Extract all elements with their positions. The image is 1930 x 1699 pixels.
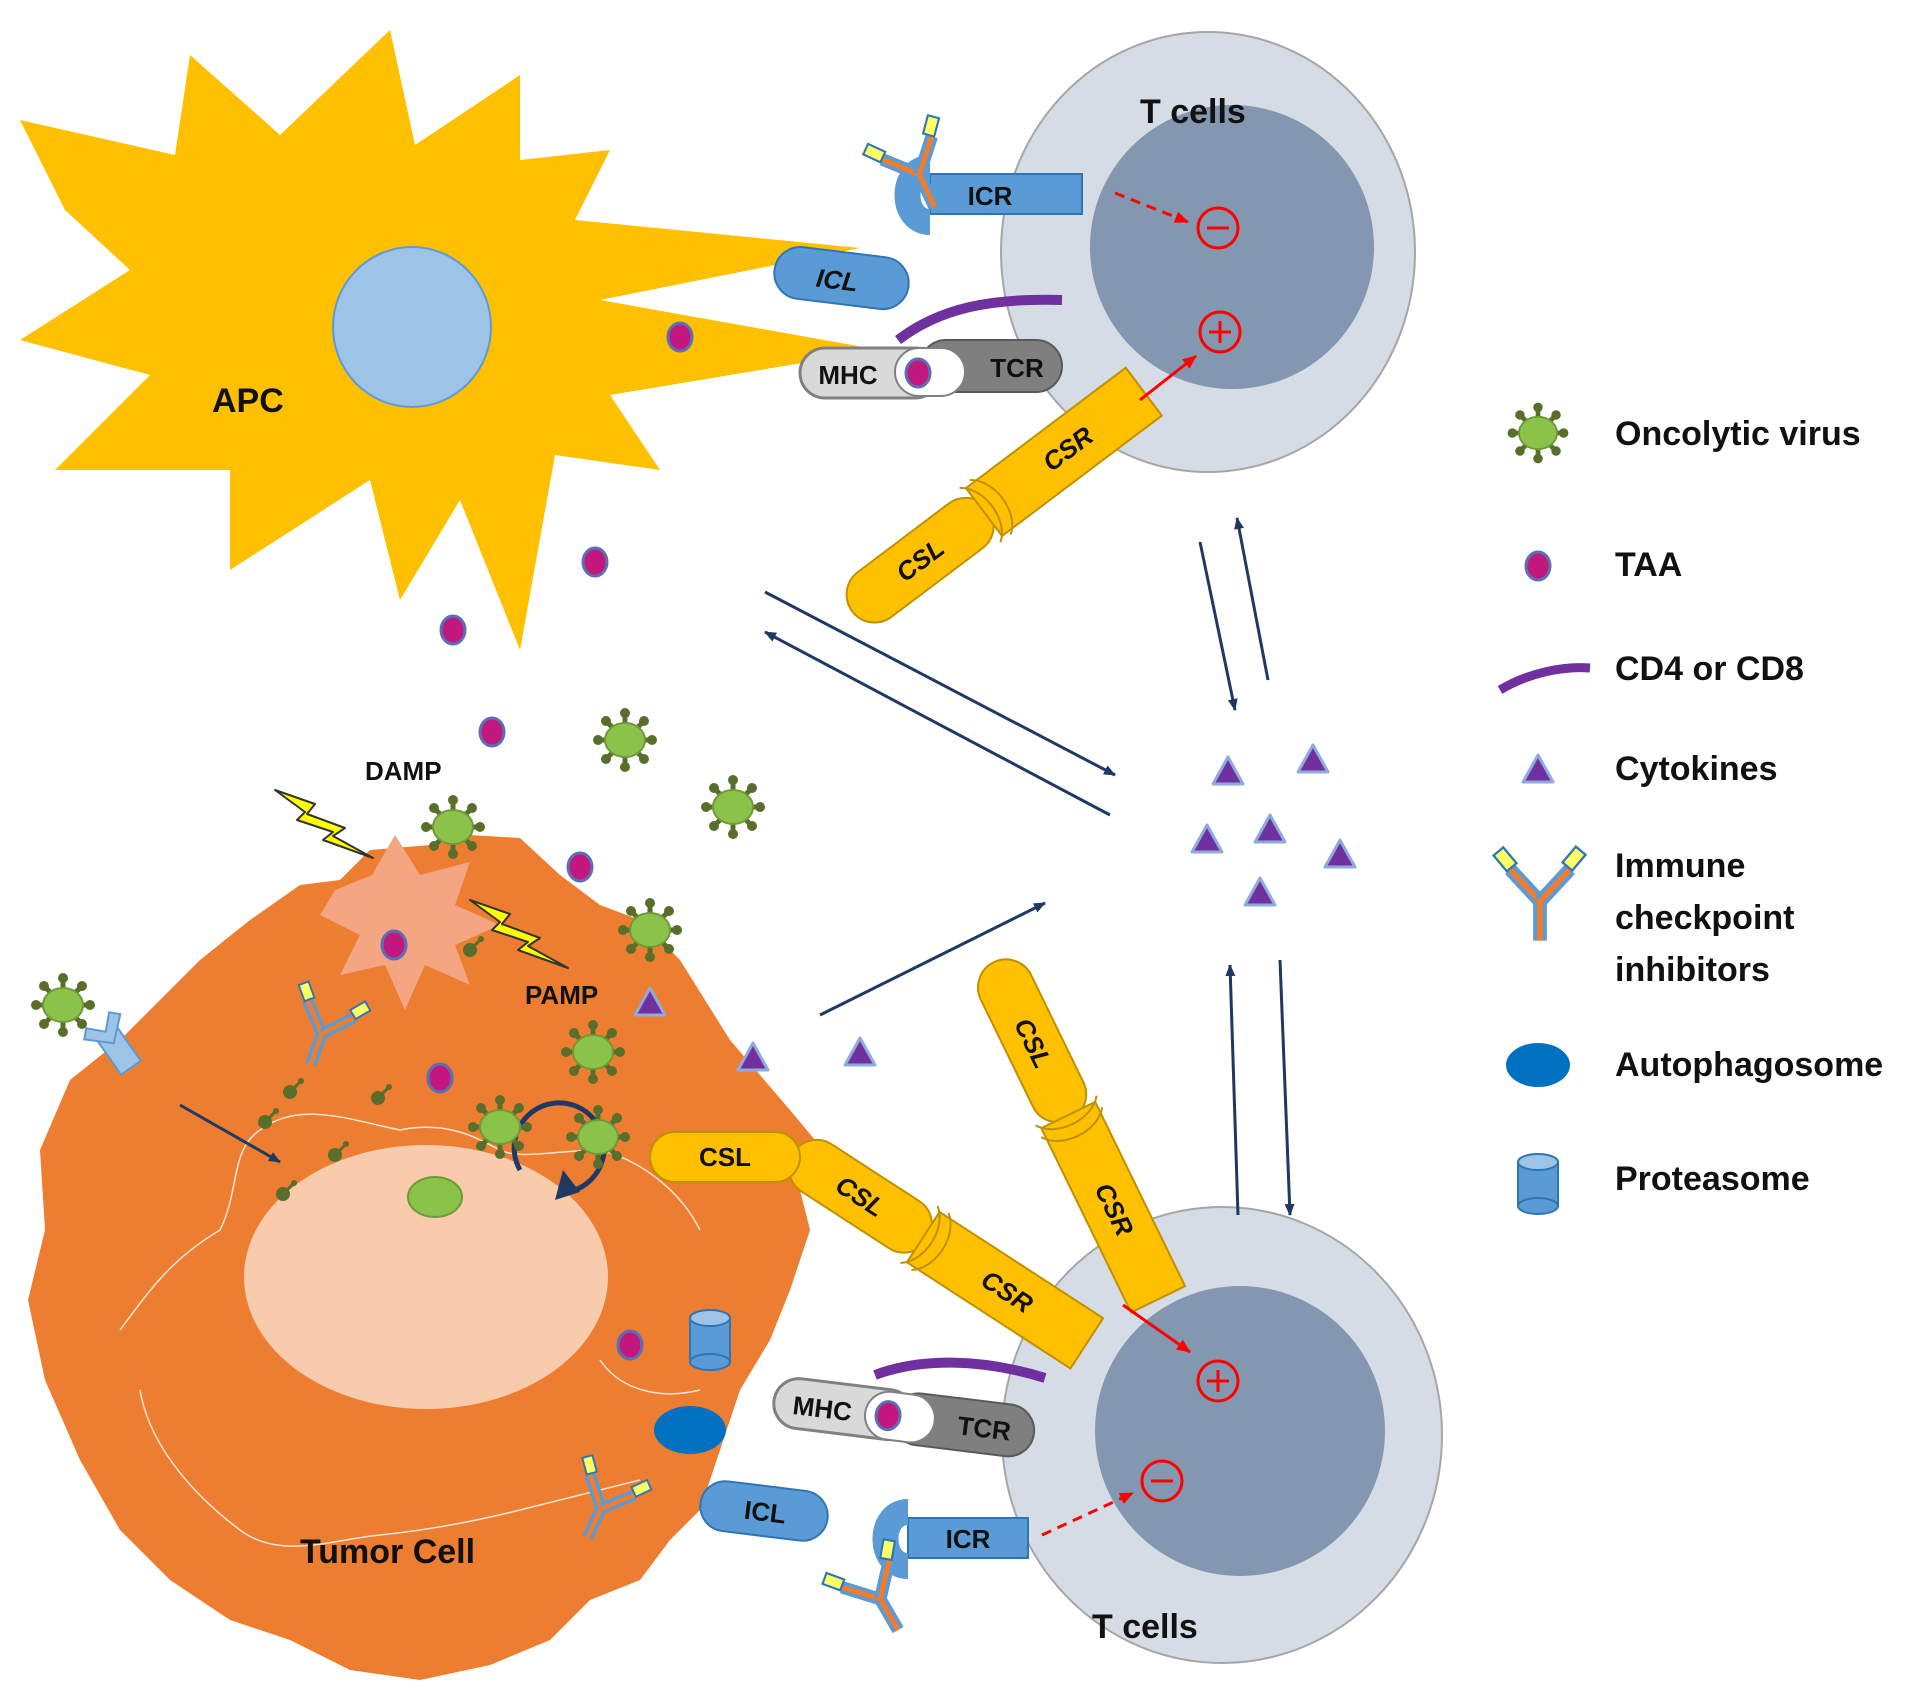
oncolytic-virus-icon (421, 795, 485, 859)
cytokine-icon (1253, 813, 1287, 844)
cytokine-icon (1296, 743, 1330, 774)
legend-item: CD4 or CD8 (1497, 650, 1804, 694)
oncolytic-virus-icon (701, 775, 765, 839)
arrow-ttop-down (1198, 541, 1238, 711)
arrow-cytokines-to-apc (764, 630, 1111, 817)
mhc-tcr-bottom: MHC TCR (772, 1377, 1036, 1458)
arrow-apc-to-cytokines (764, 590, 1116, 777)
tumor-cell: Tumor Cell (28, 835, 815, 1680)
damp-label: DAMP (365, 756, 442, 786)
legend: Oncolytic virus TAA CD4 or CD8 Cytokines… (1494, 403, 1883, 1215)
t-cells-top-label: T cells (1140, 93, 1246, 131)
green-vesicle (407, 1176, 463, 1218)
inhibit-arrow-top (1114, 191, 1189, 224)
damp-burst (320, 835, 500, 1010)
icl-bottom: ICL (699, 1480, 829, 1542)
icr-bottom: ICR (872, 1499, 1029, 1579)
cytokine-icon (1211, 755, 1245, 786)
arrow-virus-entry (179, 1103, 281, 1164)
tcr-top-label: TCR (990, 353, 1044, 383)
cd4-cd8-bottom (873, 1357, 1047, 1383)
svg-text:CD4 or CD8: CD4 or CD8 (1615, 650, 1804, 688)
legend-item: Cytokines (1521, 750, 1778, 788)
antibody-icon (1494, 847, 1586, 941)
tumor-label: Tumor Cell (300, 1533, 475, 1571)
tcr-bottom-label: TCR (956, 1410, 1013, 1446)
csl-tumor-label: CSL (699, 1142, 751, 1172)
arrow-tumor-to-cytokines (819, 901, 1046, 1017)
oncolytic-virus-icon (1508, 403, 1569, 464)
svg-text:TAA: TAA (1615, 546, 1682, 584)
svg-text:Cytokines: Cytokines (1615, 750, 1778, 788)
cytokine-icon (1190, 823, 1224, 854)
autophagosome-tumor-icon (654, 1406, 726, 1454)
csl-csr-top: CSL CSR (845, 366, 1164, 624)
t-cells-bottom-label: T cells (1092, 1608, 1198, 1646)
taa-icon (439, 614, 467, 646)
cd4-cd8-top (894, 294, 1063, 344)
mhc-top-label: MHC (818, 360, 877, 390)
taa-icon (426, 1062, 454, 1094)
plus-sign-bottom (1196, 1359, 1240, 1403)
oncolytic-virus-icon (593, 708, 657, 772)
oncolytic-virus-icon (618, 898, 682, 962)
icr-bottom-label: ICR (946, 1524, 991, 1554)
csl-csr-bottom-vertical: CSL CSR (976, 958, 1187, 1314)
legend-ici-label: Immune checkpoint inhibitors (1615, 847, 1804, 989)
taa-icon (666, 321, 694, 353)
apc-nucleus (332, 246, 492, 408)
legend-item: Immune checkpoint inhibitors (1494, 847, 1804, 989)
tumor-nucleus (244, 1145, 608, 1409)
arrow-tbottom-down (1278, 959, 1295, 1216)
legend-item: TAA (1524, 546, 1682, 584)
cytokine-icon (1243, 876, 1277, 907)
taa-icon (581, 546, 609, 578)
proteasome-icon (1517, 1153, 1559, 1215)
mhc-bottom-label: MHC (791, 1390, 854, 1427)
svg-text:Proteasome: Proteasome (1615, 1160, 1810, 1198)
oncolytic-virus-icon (468, 1095, 532, 1159)
apc-label: APC (212, 382, 284, 420)
taa-icon (566, 851, 594, 883)
oncolytic-virus-icon (566, 1105, 630, 1169)
activate-arrow-bottom (1122, 1303, 1191, 1354)
legend-item: Oncolytic virus (1508, 403, 1861, 464)
cytokine-icon (843, 1036, 877, 1067)
autophagosome-icon (1506, 1043, 1570, 1087)
cytokine-icon (1323, 838, 1357, 869)
csl-csr-bottom-diagonal: CSL CSR (787, 1138, 1105, 1370)
minus-sign-top (1196, 206, 1240, 250)
minus-sign-bottom (1140, 1459, 1184, 1503)
icl-top-label: ICL (814, 263, 859, 298)
taa-icon (616, 1329, 644, 1361)
apc-cell: APC (20, 30, 880, 650)
svg-text:Oncolytic virus: Oncolytic virus (1615, 415, 1861, 453)
mhc-tcr-top: MHC TCR (798, 339, 1063, 400)
arrow-ttop-up (1234, 517, 1270, 681)
cytokine-icon (1521, 753, 1555, 784)
oncolytic-virus-icon (561, 1020, 625, 1084)
proteasome-tumor-icon (689, 1309, 731, 1371)
plus-sign-top (1198, 310, 1242, 354)
icl-bottom-label: ICL (742, 1495, 787, 1530)
csl-tumor: CSL (649, 1131, 801, 1183)
cd4-cd8-icon (1497, 663, 1591, 694)
t-cell-bottom: T cells (1001, 1206, 1443, 1664)
taa-icon (380, 929, 408, 961)
legend-item: Autophagosome (1506, 1043, 1883, 1087)
activate-arrow-top (1139, 354, 1197, 402)
pamp-label: PAMP (525, 980, 598, 1010)
damp-lightning-icon (274, 789, 374, 859)
icl-top: ICL (773, 246, 910, 311)
taa-icon (1524, 550, 1552, 582)
t-cell-top: T cells (1000, 31, 1416, 473)
arrow-tbottom-up (1225, 964, 1240, 1216)
svg-text:Autophagosome: Autophagosome (1615, 1046, 1883, 1084)
legend-item: Proteasome (1517, 1153, 1810, 1215)
icr-top-label: ICR (968, 181, 1013, 211)
entry-receptor-icon (83, 1011, 143, 1077)
taa-icon (478, 716, 506, 748)
